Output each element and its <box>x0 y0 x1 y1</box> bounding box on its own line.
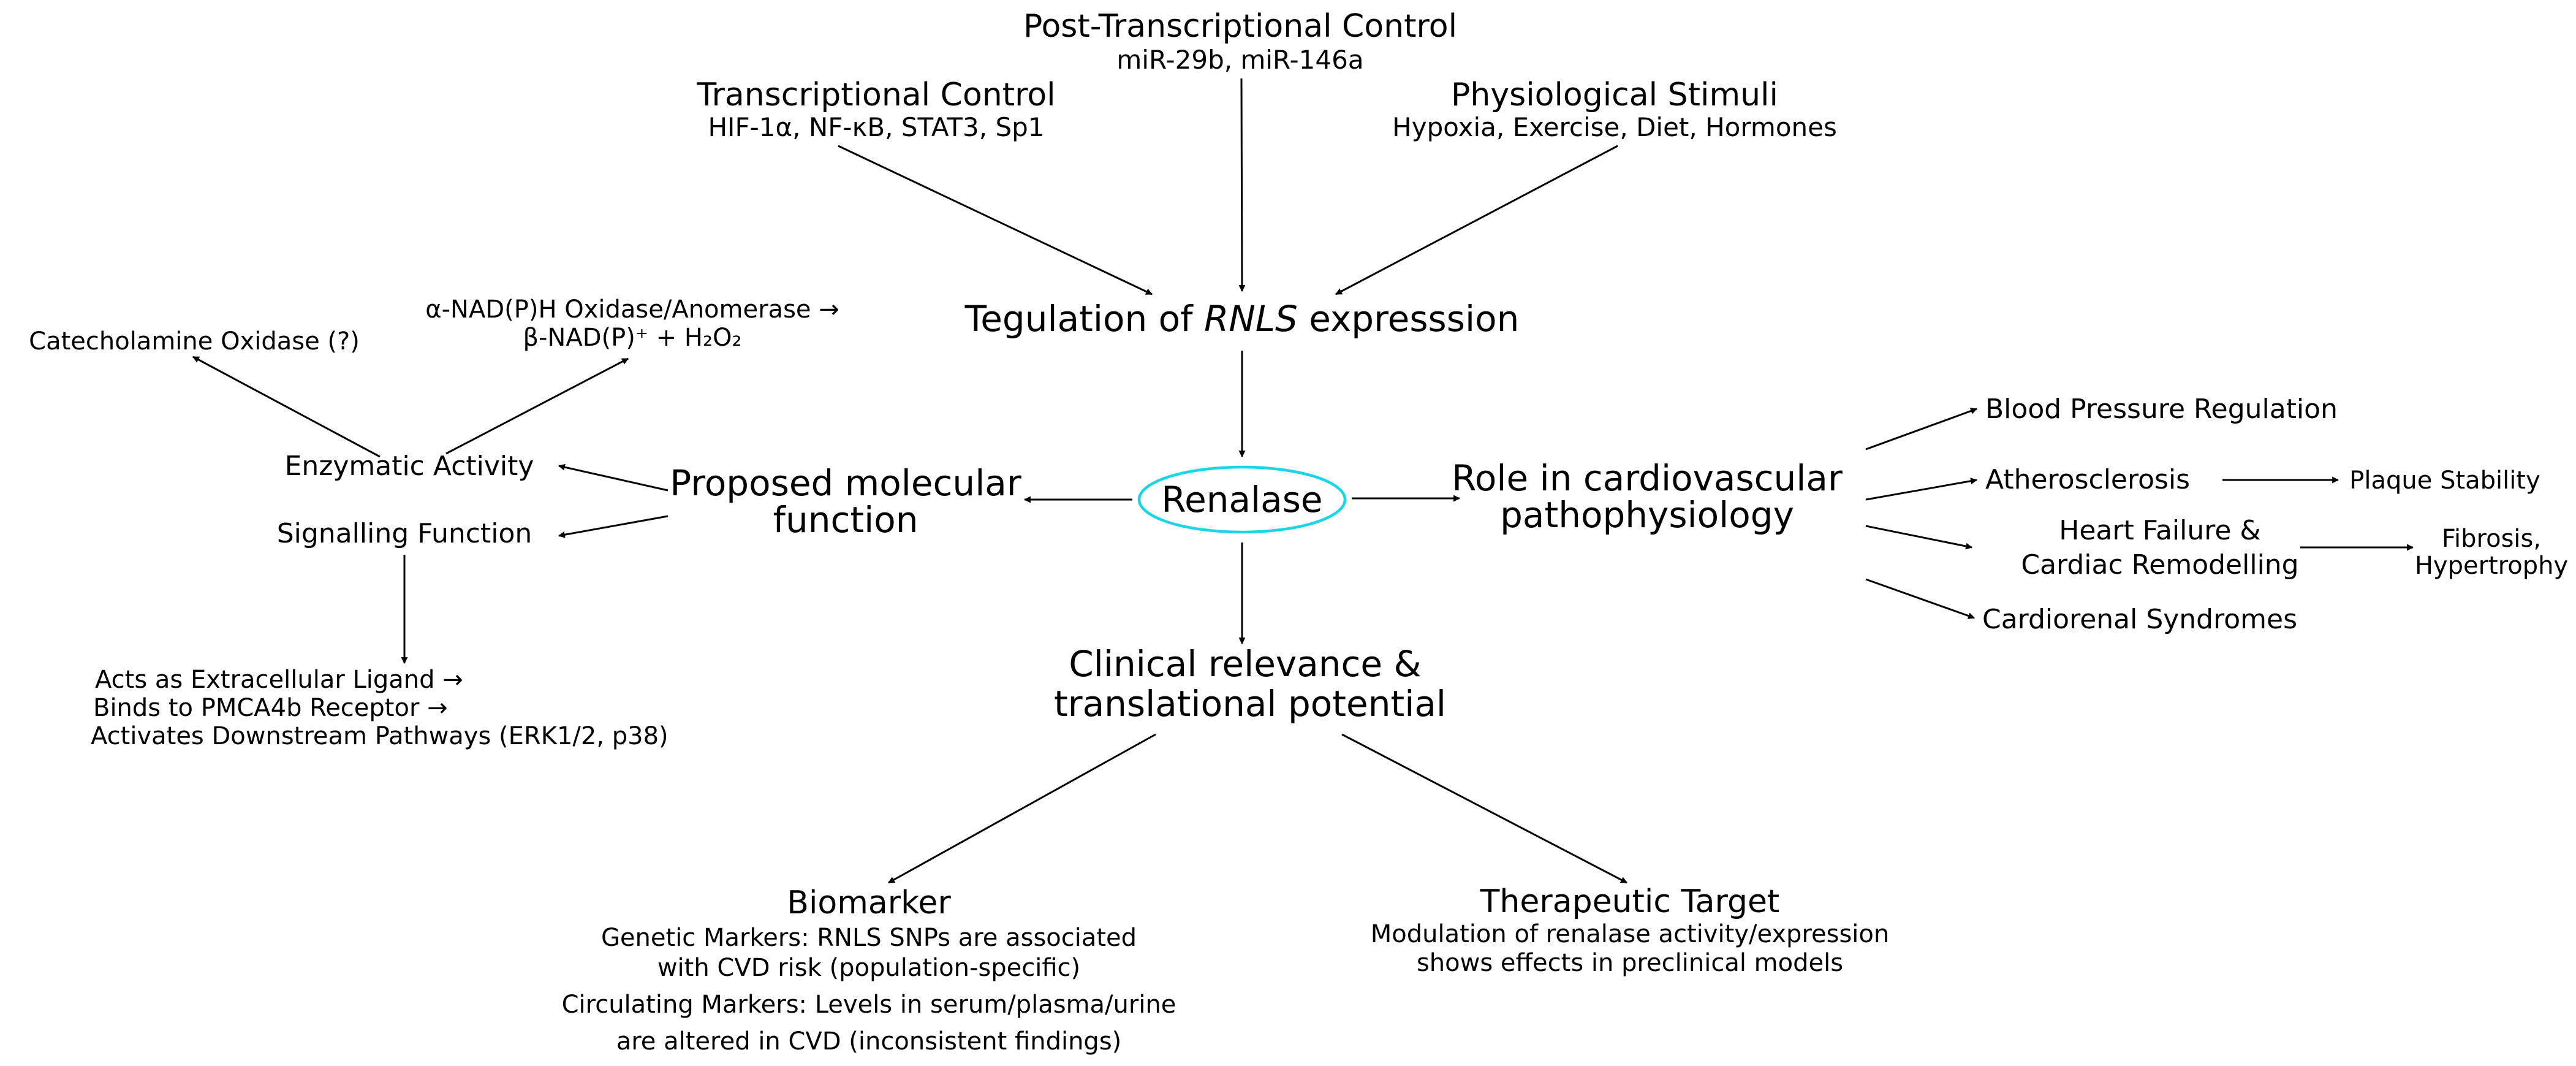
ligand-line2: Binds to PMCA4b Receptor → <box>93 694 448 722</box>
rnls-expression-suffix: expresssion <box>1298 298 1520 340</box>
arrow-transcriptional-to-expression <box>838 145 1153 295</box>
fibrosis-node: Fibrosis, Hypertrophy <box>2415 525 2568 580</box>
arrow-clinical-to-biomarker <box>888 733 1156 884</box>
post-transcriptional-detail: miR-29b, miR-146a <box>1116 45 1363 75</box>
arrows <box>192 78 2414 884</box>
cardio-title-line2: pathophysiology <box>1500 494 1794 536</box>
arrow-cardio-to-blood-pressure <box>1865 408 1978 451</box>
arrow-cardio-to-cardiorenal <box>1865 578 1976 619</box>
ligand-line3: Activates Downstream Pathways (ERK1/2, p… <box>91 722 669 750</box>
renalase-label: Renalase <box>1161 479 1322 520</box>
heart-failure-line1: Heart Failure & <box>2059 515 2261 546</box>
physiological-title: Physiological Stimuli <box>1451 77 1778 113</box>
arrow-enzymatic-to-nadph <box>445 357 629 455</box>
clinical-relevance-node: Clinical relevance & translational poten… <box>1054 643 1446 725</box>
enzymatic-activity-node: Enzymatic Activity <box>285 451 534 482</box>
molecular-title-line1: Proposed molecular <box>670 462 1021 504</box>
post-transcriptional-node: Post-Transcriptional Control miR-29b, mi… <box>1023 8 1457 75</box>
plaque-stability-node: Plaque Stability <box>2349 466 2540 495</box>
molecular-function-node: Proposed molecular function <box>670 462 1021 541</box>
biomarker-line4: are altered in CVD (inconsistent finding… <box>616 1027 1122 1056</box>
atherosclerosis-node: Atherosclerosis <box>1985 464 2190 495</box>
therapeutic-target-node: Therapeutic Target Modulation of renalas… <box>1371 883 1889 977</box>
nadph-line1: α-NAD(P)H Oxidase/Anomerase → <box>425 295 839 324</box>
biomarker-node: Biomarker Genetic Markers: RNLS SNPs are… <box>562 885 1176 1056</box>
physiological-detail: Hypoxia, Exercise, Diet, Hormones <box>1392 112 1837 142</box>
post-transcriptional-title: Post-Transcriptional Control <box>1023 8 1457 45</box>
arrow-molecular-to-signalling <box>558 515 669 538</box>
rnls-gene-label: RNLS <box>1204 298 1298 340</box>
arrow-cardio-to-heart-failure <box>1865 525 1973 550</box>
ligand-line1: Acts as Extracellular Ligand → <box>95 666 463 694</box>
arrow-molecular-to-enzymatic <box>558 463 669 492</box>
cardiovascular-node: Role in cardiovascular pathophysiology <box>1452 457 1843 536</box>
molecular-title-line2: function <box>773 499 919 541</box>
cardio-title-line1: Role in cardiovascular <box>1452 457 1843 499</box>
arrow-post-to-expression <box>1238 78 1246 292</box>
biomarker-line3: Circulating Markers: Levels in serum/pla… <box>562 991 1176 1019</box>
therapeutic-line2: shows effects in preclinical models <box>1417 949 1843 977</box>
transcriptional-title: Transcriptional Control <box>696 77 1055 113</box>
arrow-clinical-to-therapeutic <box>1341 733 1627 884</box>
heart-failure-node: Heart Failure & Cardiac Remodelling <box>2021 515 2298 581</box>
transcriptional-node: Transcriptional Control HIF-1α, NF-κB, S… <box>696 77 1055 142</box>
blood-pressure-node: Blood Pressure Regulation <box>1985 394 2338 425</box>
arrow-enzymatic-to-catecholamine <box>192 356 381 458</box>
nadph-line2: β-NAD(P)⁺ + H₂O₂ <box>523 324 741 352</box>
rnls-expression-node: Tegulation of RNLS expresssion <box>964 298 1520 340</box>
renalase-ellipse <box>1137 465 1347 534</box>
fibrosis-line1: Fibrosis, <box>2442 525 2541 553</box>
transcriptional-detail: HIF-1α, NF-κB, STAT3, Sp1 <box>708 112 1044 142</box>
extracellular-ligand-node: Acts as Extracellular Ligand → Binds to … <box>91 666 669 750</box>
rnls-expression-prefix: Tegulation of <box>964 298 1204 340</box>
nadph-oxidase-node: α-NAD(P)H Oxidase/Anomerase → β-NAD(P)⁺ … <box>425 295 839 352</box>
arrow-physiological-to-expression <box>1335 145 1618 295</box>
biomarker-line2: with CVD risk (population-specific) <box>657 954 1080 982</box>
cardiorenal-node: Cardiorenal Syndromes <box>1982 604 2297 635</box>
therapeutic-line1: Modulation of renalase activity/expressi… <box>1371 920 1889 948</box>
biomarker-title: Biomarker <box>787 885 951 921</box>
clinical-title-line2: translational potential <box>1054 683 1446 725</box>
physiological-node: Physiological Stimuli Hypoxia, Exercise,… <box>1392 77 1837 142</box>
therapeutic-title: Therapeutic Target <box>1480 883 1780 920</box>
clinical-title-line1: Clinical relevance & <box>1069 643 1422 685</box>
signalling-function-node: Signalling Function <box>277 518 532 549</box>
arrow-cardio-to-atherosclerosis <box>1865 478 1978 501</box>
heart-failure-line2: Cardiac Remodelling <box>2021 549 2298 581</box>
fibrosis-line2: Hypertrophy <box>2415 552 2568 580</box>
biomarker-line1: Genetic Markers: RNLS SNPs are associate… <box>601 924 1137 952</box>
catecholamine-oxidase-node: Catecholamine Oxidase (?) <box>29 327 360 356</box>
